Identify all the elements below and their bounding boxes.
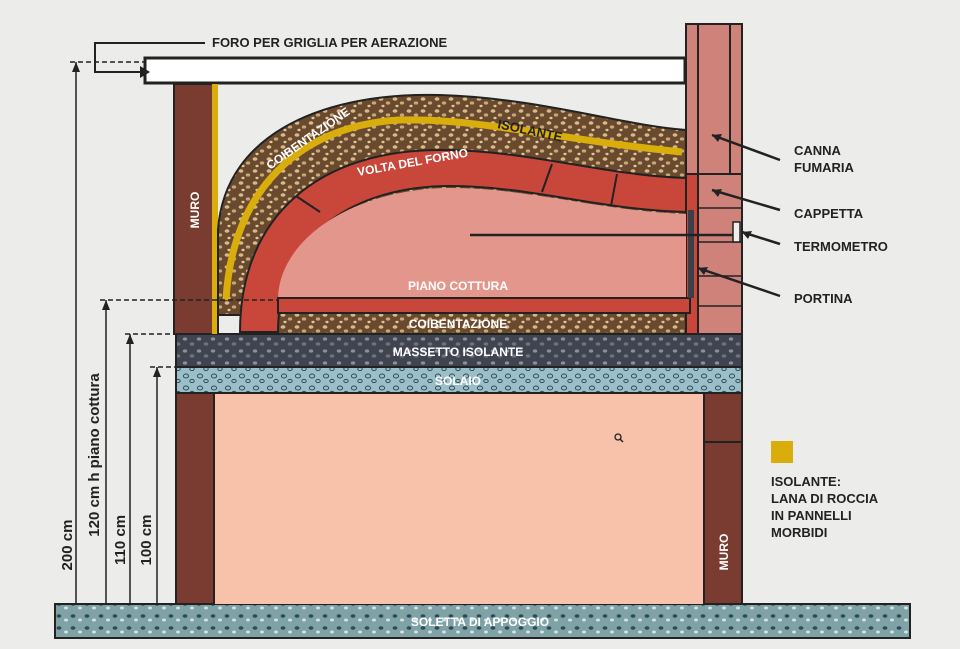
label-portina: PORTINA bbox=[794, 291, 853, 306]
lower-cavity bbox=[214, 393, 704, 604]
vent-arrow bbox=[94, 42, 205, 73]
lower-wall-left bbox=[175, 392, 215, 605]
solaio-layer bbox=[175, 366, 743, 394]
dim-200: 200 cm bbox=[59, 520, 76, 571]
soletta-slab bbox=[54, 603, 911, 639]
label-termometro: TERMOMETRO bbox=[794, 239, 888, 254]
dim-110: 110 cm bbox=[112, 515, 129, 565]
label-cappetta: CAPPETTA bbox=[794, 206, 864, 221]
oven-door bbox=[688, 210, 694, 298]
legend-line-2: LANA DI ROCCIA bbox=[771, 491, 879, 506]
label-canna-2: FUMARIA bbox=[794, 160, 855, 175]
label-soletta: SOLETTA DI APPOGGIO bbox=[411, 615, 549, 629]
label-muro-left: MURO bbox=[188, 192, 202, 229]
label-canna-1: CANNA bbox=[794, 143, 842, 158]
dim-100: 100 cm bbox=[138, 515, 155, 566]
wall-insulation bbox=[212, 84, 218, 334]
label-massetto: MASSETTO ISOLANTE bbox=[393, 345, 523, 359]
oven-chamber bbox=[278, 188, 686, 298]
label-piano-cottura: PIANO COTTURA bbox=[408, 279, 508, 293]
dimension-lines bbox=[70, 61, 278, 604]
label-foro: FORO PER GRIGLIA PER AERAZIONE bbox=[212, 35, 448, 50]
label-coibentazione-bottom: COIBENTAZIONE bbox=[409, 317, 507, 331]
legend-line-3: IN PANNELLI bbox=[771, 508, 852, 523]
label-solaio: SOLAIO bbox=[435, 374, 481, 388]
thermometer bbox=[732, 221, 741, 243]
top-slab bbox=[143, 56, 687, 85]
label-muro-right: MURO bbox=[717, 534, 731, 571]
cooking-floor bbox=[277, 297, 691, 314]
legend-line-1: ISOLANTE: bbox=[771, 474, 841, 489]
lower-wall-right bbox=[703, 392, 743, 605]
legend-swatch bbox=[771, 441, 793, 463]
dim-120: 120 cm h piano cottura bbox=[86, 373, 103, 537]
zoom-cursor-icon bbox=[614, 433, 624, 443]
legend-line-4: MORBIDI bbox=[771, 525, 827, 540]
isolante-arc bbox=[222, 116, 683, 301]
